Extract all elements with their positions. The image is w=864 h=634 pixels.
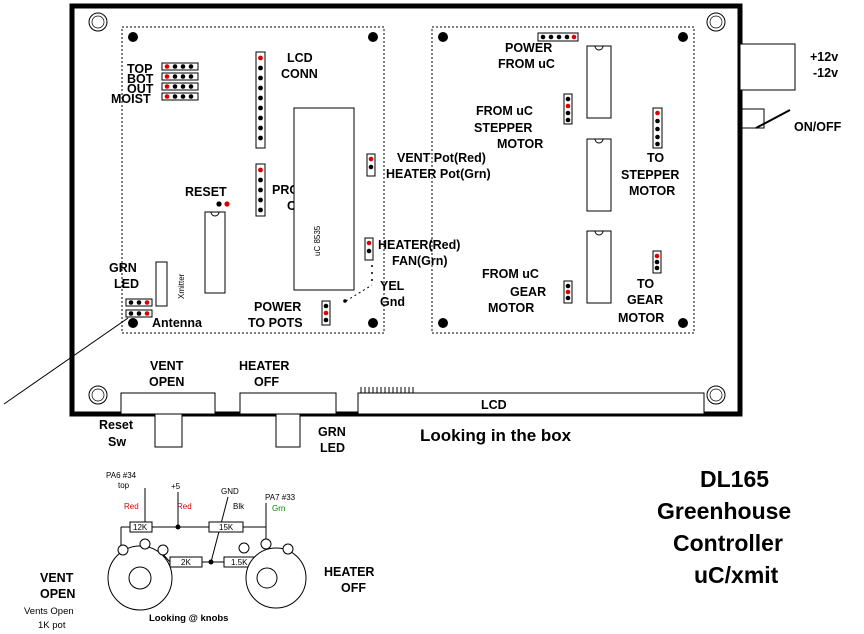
- title-line-3: Controller: [673, 530, 783, 556]
- label-plus12: +12v: [810, 50, 838, 64]
- label-r2k: 2K: [181, 558, 191, 567]
- label-to-stepper-2: STEPPER: [621, 168, 679, 182]
- label-xmitter: Xmitter: [177, 273, 186, 299]
- label-vents-open: Vents Open: [24, 606, 74, 617]
- label-vent-open-2: OPEN: [149, 375, 184, 389]
- label-lcd-conn-1: LCD: [287, 51, 313, 65]
- reset-pin-red: [224, 201, 230, 207]
- label-heater-pot: HEATER Pot(Grn): [386, 167, 491, 181]
- label-bot: BOT: [127, 72, 154, 86]
- label-from-uc-stepper-1: FROM uC: [476, 104, 533, 118]
- grn-led-header: [125, 298, 153, 318]
- label-vent-pot: VENT Pot(Red): [397, 151, 486, 165]
- driver-chip-3: [586, 230, 612, 304]
- label-antenna: Antenna: [152, 316, 203, 330]
- label-reset: RESET: [185, 185, 227, 199]
- label-power-to-pots-2: TO POTS: [248, 316, 303, 330]
- lcd-strip: [357, 392, 705, 415]
- label-top: TOP: [127, 62, 152, 76]
- label-red-1: Red: [124, 502, 139, 511]
- label-red-2: Red: [177, 502, 192, 511]
- label-knob-heater-2: OFF: [341, 581, 366, 595]
- label-1k-pot: 1K pot: [38, 620, 66, 631]
- label-heater-off-1: HEATER: [239, 359, 289, 373]
- eeprom-chip: [204, 211, 226, 294]
- label-plus5: +5: [171, 482, 181, 491]
- label-to-stepper-3: MOTOR: [629, 184, 675, 198]
- label-heater-red: HEATER(Red): [378, 238, 460, 252]
- label-blk: Blk: [233, 502, 245, 511]
- driver-chip-2: [586, 138, 612, 212]
- label-uc-chip: uC 8535: [313, 225, 322, 256]
- label-knob-vent-1: VENT: [40, 571, 74, 585]
- label-r15k-top: 15K: [219, 523, 234, 532]
- heater-pot-cutout: [239, 392, 337, 415]
- caption-looking-at-knobs: Looking @ knobs: [149, 613, 228, 624]
- label-from-uc-gear-1: FROM uC: [482, 267, 539, 281]
- label-minus12: -12v: [813, 66, 838, 80]
- label-vent-open-1: VENT: [150, 359, 184, 373]
- power-switch: [741, 108, 765, 129]
- label-heater-off-2: OFF: [254, 375, 279, 389]
- title-line-1: DL165: [700, 466, 769, 492]
- label-lcd: LCD: [481, 398, 507, 412]
- sensor-headers: [161, 62, 199, 101]
- lcd-connector: [255, 51, 266, 149]
- uc-board-holes: [128, 32, 378, 328]
- label-gnd: Gnd: [380, 295, 405, 309]
- xmitter-module: [155, 261, 168, 307]
- label-to-gear-3: MOTOR: [618, 311, 664, 325]
- stepper-input-connector: [563, 93, 573, 125]
- label-from-uc-stepper-3: MOTOR: [497, 137, 543, 151]
- label-grn-led-2: LED: [114, 277, 139, 291]
- label-grn-led-1: GRN: [109, 261, 137, 275]
- label-r15k-bot: 1.5K: [231, 558, 248, 567]
- label-r12k: 12K: [133, 523, 148, 532]
- knob-schematic: PA6 #34 top Red +5 Red GND Blk PA7 #33 G…: [106, 471, 307, 611]
- label-from-uc-gear-3: MOTOR: [488, 301, 534, 315]
- label-knob-vent-2: OPEN: [40, 587, 75, 601]
- label-to-gear-1: TO: [637, 277, 654, 291]
- label-power-from-uc-2: FROM uC: [498, 57, 555, 71]
- label-from-uc-gear-2: GEAR: [510, 285, 546, 299]
- label-pa6-top: top: [118, 481, 130, 490]
- title-line-2: Greenhouse: [657, 498, 791, 524]
- driver-chip-1: [586, 45, 612, 119]
- label-gnd: GND: [221, 487, 239, 496]
- program-cable-connector: [255, 163, 266, 217]
- label-to-stepper-1: TO: [647, 151, 664, 165]
- caption-looking-in-box: Looking in the box: [420, 426, 572, 445]
- label-grn-led-b2: LED: [320, 441, 345, 455]
- label-to-gear-2: GEAR: [627, 293, 663, 307]
- label-grn-led-b1: GRN: [318, 425, 346, 439]
- mounting-holes: [88, 12, 726, 405]
- label-reset-sw-1: Reset: [99, 418, 134, 432]
- vent-pot-cutout: [120, 392, 216, 415]
- power-jack: [739, 43, 796, 91]
- label-yel: YEL: [380, 279, 405, 293]
- label-from-uc-stepper-2: STEPPER: [474, 121, 532, 135]
- label-pa7: PA7 #33: [265, 493, 296, 502]
- lcd-pins: [360, 387, 414, 393]
- label-out: OUT: [127, 82, 154, 96]
- label-moist: MOIST: [111, 92, 151, 106]
- label-lcd-conn-2: CONN: [281, 67, 318, 81]
- reset-switch: [154, 413, 183, 448]
- label-power-to-pots-1: POWER: [254, 300, 301, 314]
- grn-led-lens: [275, 413, 301, 448]
- motor-board-holes: [438, 32, 688, 328]
- uc-chip: [293, 107, 355, 291]
- label-pa6: PA6 #34: [106, 471, 137, 480]
- label-onoff: ON/OFF: [794, 120, 842, 134]
- label-grn: Grn: [272, 504, 285, 513]
- label-reset-sw-2: Sw: [108, 435, 126, 449]
- antenna-wire: [3, 317, 129, 405]
- reset-pin-black: [216, 201, 222, 207]
- label-power-from-uc-1: POWER: [505, 41, 552, 55]
- label-knob-heater-1: HEATER: [324, 565, 374, 579]
- switch-lever: [755, 109, 791, 129]
- label-fan-grn: FAN(Grn): [392, 254, 448, 268]
- title-line-4: uC/xmit: [694, 562, 779, 588]
